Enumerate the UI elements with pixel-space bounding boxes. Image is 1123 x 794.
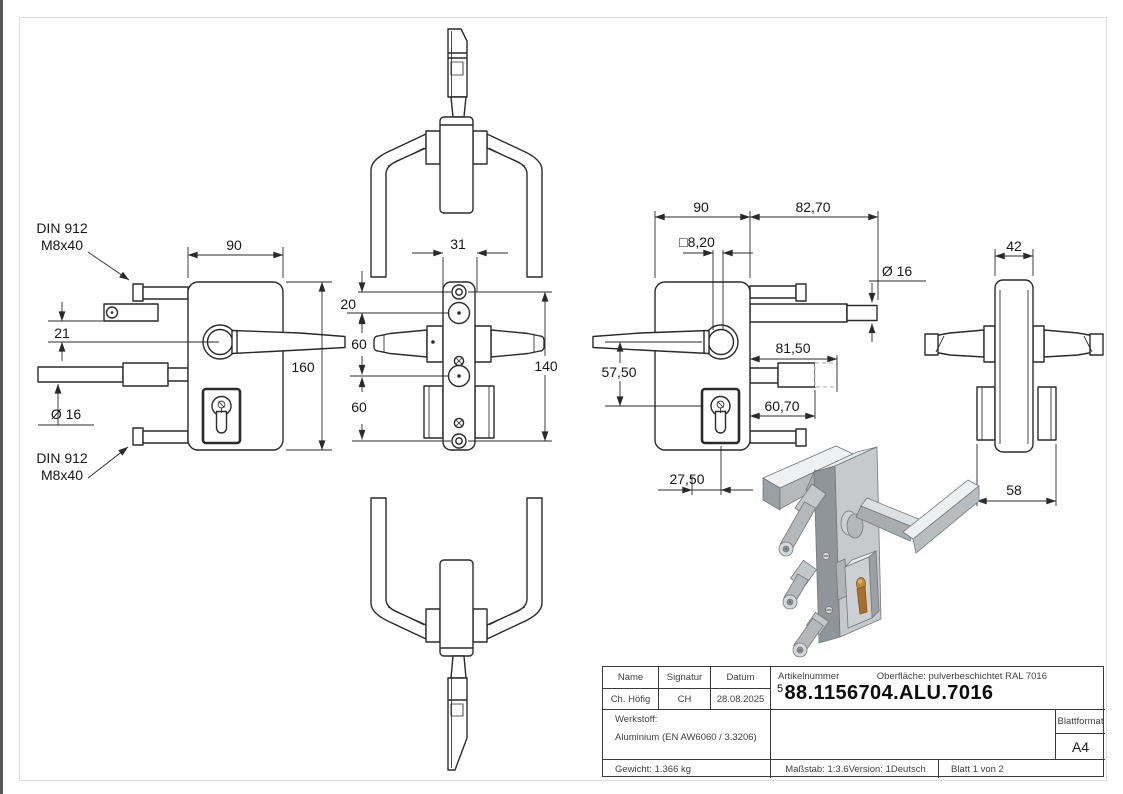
title-block-date-header: Datum <box>711 667 771 689</box>
scale-value: Maßstab: 1:3.6 <box>785 763 849 775</box>
title-block-signature-header: Signatur <box>659 667 711 689</box>
dim-front-left-width: 90 <box>226 237 242 253</box>
format-value: A4 <box>1056 734 1105 760</box>
edge-view <box>373 281 545 451</box>
front-view-right-dims <box>605 211 926 495</box>
dim-rod-diameter-left: Ø 16 <box>51 406 82 422</box>
dim-bolt-extension: 82,70 <box>795 199 830 215</box>
window-edge <box>0 0 3 794</box>
side-view <box>924 279 1104 453</box>
dim-edge-hole-span: 140 <box>534 358 558 374</box>
dim-edge-mid-spacing: 60 <box>351 336 367 352</box>
language-value: Deutsch <box>890 763 926 775</box>
front-view-left <box>37 281 346 451</box>
dim-rod-lower-length: 60,70 <box>764 398 799 414</box>
front-view-right <box>592 281 878 451</box>
article-number: 588.1156704.ALU.7016 <box>777 682 993 705</box>
title-block-date-value: 28.08.2025 <box>711 689 771 710</box>
article-prefix: 5 <box>777 683 784 695</box>
material-label: Werkstoff: <box>615 714 658 725</box>
screw-spec-bottom-line2: M8x40 <box>41 467 83 483</box>
sheet-cell: Blatt 1 von 2 <box>951 763 1004 775</box>
dim-rod-upper-length: 81,50 <box>775 340 810 356</box>
scale-cell: Maßstab: 1:3.6 Version: 1 Deutsch <box>771 760 939 778</box>
handle-top-view <box>370 28 543 278</box>
dim-front-right-width: 90 <box>693 199 709 215</box>
article-label: Artikelnummer <box>778 671 840 682</box>
title-block-name-header: Name <box>603 667 659 689</box>
dim-axis-distance: 57,50 <box>601 364 636 380</box>
dim-edge-top-hole: 20 <box>340 296 356 312</box>
dim-side-width: 42 <box>1006 238 1022 254</box>
side-view-dims <box>976 249 1057 506</box>
dim-grip-width: 31 <box>450 236 466 252</box>
format-label: Blattformat <box>1056 710 1105 734</box>
dim-spindle-square: □8,20 <box>679 234 715 250</box>
dim-rod-diameter-right: Ø 16 <box>882 263 913 279</box>
front-view-left-dims <box>38 247 332 479</box>
version-value: Version: 1 <box>848 763 891 775</box>
screw-spec-top-line2: M8x40 <box>41 237 83 253</box>
sheet-border-frame <box>19 17 1107 781</box>
material-value: Aluminium (EN AW6060 / 3.3206) <box>615 732 757 743</box>
article-zone: Artikelnummer Oberfläche: pulverbeschich… <box>771 667 1105 710</box>
title-block: Name Signatur Datum Ch. Höfig CH 28.08.2… <box>602 666 1105 778</box>
surface-label: Oberfläche: pulverbeschichtet RAL 7016 <box>876 671 1047 682</box>
handle-bottom-view <box>370 497 543 771</box>
article-number-value: 88.1156704.ALU.7016 <box>784 682 994 704</box>
screw-spec-top-line1: DIN 912 <box>36 220 88 236</box>
weight-cell: Gewicht: 1.366 kg <box>603 760 771 778</box>
screw-spec-bottom-line1: DIN 912 <box>36 450 88 466</box>
empty-cell <box>771 710 1056 760</box>
title-block-name-value: Ch. Höfig <box>603 689 659 710</box>
handle-top-view-dims <box>412 249 508 292</box>
dim-side-depth: 58 <box>1006 482 1022 498</box>
dim-cylinder-offset: 27,50 <box>669 471 704 487</box>
dim-edge-bottom-spacing: 60 <box>351 399 367 415</box>
dim-front-left-height: 160 <box>291 359 315 375</box>
title-block-signature-value: CH <box>659 689 711 710</box>
isometric-view <box>762 445 980 658</box>
dim-handle-offset: 21 <box>54 325 70 341</box>
